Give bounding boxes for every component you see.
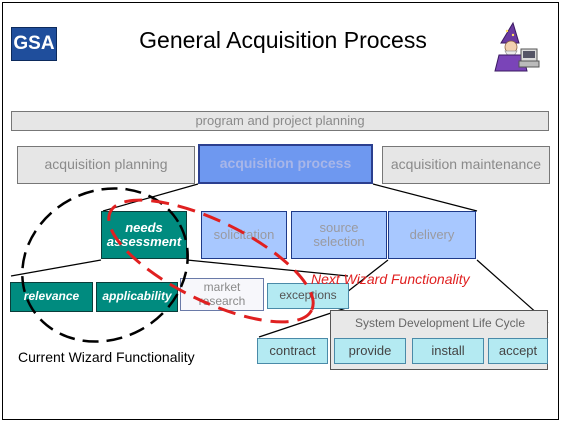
relevance-box: relevance xyxy=(10,282,93,312)
source-selection-box: source selection xyxy=(291,211,387,259)
current-wizard-ellipse xyxy=(21,187,189,343)
sdlc-title: System Development Life Cycle xyxy=(354,316,526,330)
delivery-box: delivery xyxy=(388,211,476,259)
acquisition-process-box: acquisition process xyxy=(198,144,373,184)
accept-box: accept xyxy=(488,338,548,364)
contract-box: contract xyxy=(257,338,328,364)
wizard-icon xyxy=(493,21,541,73)
logo-text: GSA xyxy=(13,33,55,54)
acquisition-maintenance-box: acquisition maintenance xyxy=(382,146,550,184)
slide: GSA General Acquisition Process program … xyxy=(2,2,559,420)
next-wizard-label: Next Wizard Functionality xyxy=(311,271,470,287)
market-research-box: market research xyxy=(180,278,264,311)
next-wizard-ellipse xyxy=(107,198,315,324)
exceptions-box: exceptions xyxy=(267,283,349,309)
install-box: install xyxy=(412,338,484,364)
applicability-box: applicability xyxy=(96,282,178,312)
gsa-logo: GSA xyxy=(11,27,57,61)
program-planning-bar: program and project planning xyxy=(11,111,549,131)
current-wizard-label: Current Wizard Functionality xyxy=(18,349,195,365)
wizard-ellipses xyxy=(21,187,315,343)
acquisition-planning-box: acquisition planning xyxy=(17,146,195,184)
page-title: General Acquisition Process xyxy=(139,27,427,53)
provide-box: provide xyxy=(334,338,406,364)
